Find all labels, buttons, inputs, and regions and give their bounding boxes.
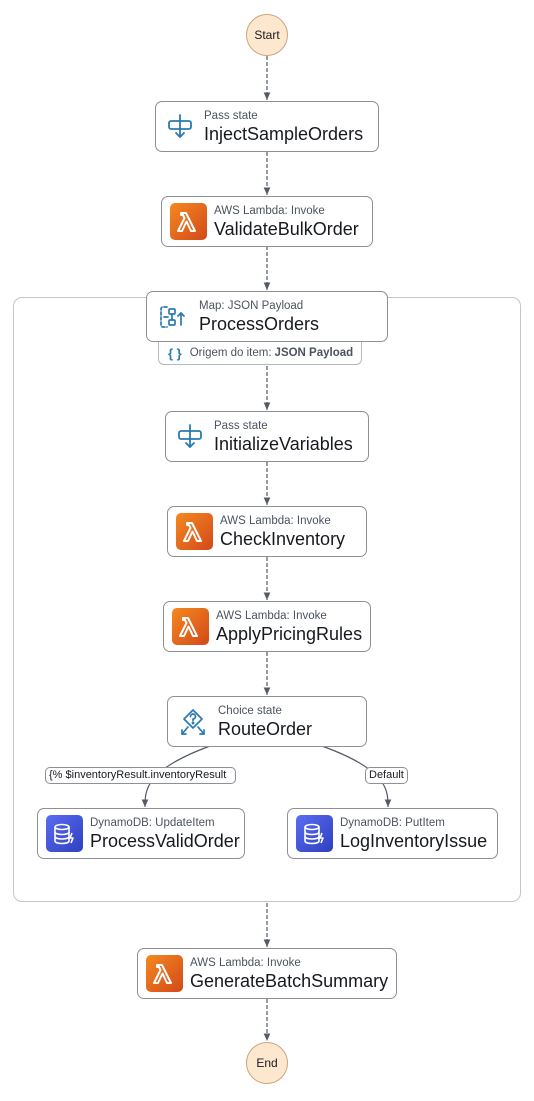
pass-state-icon	[166, 423, 214, 451]
state-log-inventory-issue[interactable]: DynamoDB: PutItem LogInventoryIssue	[287, 808, 498, 859]
state-type: DynamoDB: UpdateItem	[90, 816, 215, 829]
lambda-icon	[138, 955, 190, 992]
pass-state-icon	[156, 113, 204, 141]
state-apply-pricing-rules[interactable]: AWS Lambda: Invoke ApplyPricingRules	[163, 601, 371, 652]
end-node[interactable]: End	[246, 1042, 288, 1084]
state-type: DynamoDB: PutItem	[340, 816, 445, 829]
lambda-icon	[162, 203, 214, 240]
choice-state-icon	[168, 707, 218, 737]
state-name: InjectSampleOrders	[204, 123, 364, 144]
state-route-order[interactable]: Choice state RouteOrder	[167, 696, 367, 747]
state-type: AWS Lambda: Invoke	[216, 609, 327, 622]
state-type: AWS Lambda: Invoke	[220, 514, 331, 527]
state-check-inventory[interactable]: AWS Lambda: Invoke CheckInventory	[167, 506, 367, 557]
state-initialize-variables[interactable]: Pass state InitializeVariables	[165, 411, 369, 462]
choice-condition-label[interactable]: {% $inventoryResult.inventoryResult	[45, 767, 236, 784]
state-process-orders[interactable]: Map: JSON Payload ProcessOrders	[146, 291, 388, 342]
lambda-icon	[164, 608, 216, 645]
json-braces-icon: { }	[168, 345, 182, 361]
item-source-label: Origem do item:	[189, 347, 272, 359]
state-name: InitializeVariables	[214, 433, 353, 454]
lambda-icon	[168, 513, 220, 550]
state-type: Pass state	[204, 109, 258, 122]
item-source-value: JSON Payload	[274, 347, 354, 359]
dynamodb-icon	[38, 815, 90, 852]
state-type: AWS Lambda: Invoke	[214, 204, 325, 217]
state-type: Choice state	[218, 704, 282, 717]
end-label: End	[256, 1056, 278, 1070]
state-name: ProcessValidOrder	[90, 830, 240, 851]
dynamodb-icon	[288, 815, 340, 852]
choice-default-label[interactable]: Default	[365, 767, 408, 784]
state-name: RouteOrder	[218, 718, 313, 739]
state-name: CheckInventory	[220, 528, 346, 549]
state-type: Map: JSON Payload	[199, 299, 304, 312]
start-node[interactable]: Start	[246, 14, 288, 56]
map-state-icon	[147, 303, 199, 331]
state-type: Pass state	[214, 419, 268, 432]
item-source-tab: { } Origem do item: JSON Payload	[158, 342, 362, 365]
state-validate-bulk-order[interactable]: AWS Lambda: Invoke ValidateBulkOrder	[161, 196, 373, 247]
state-name: LogInventoryIssue	[340, 830, 488, 851]
state-generate-batch-summary[interactable]: AWS Lambda: Invoke GenerateBatchSummary	[137, 948, 397, 999]
state-inject-sample-orders[interactable]: Pass state InjectSampleOrders	[155, 101, 379, 152]
state-process-valid-order[interactable]: DynamoDB: UpdateItem ProcessValidOrder	[37, 808, 245, 859]
state-name: ApplyPricingRules	[216, 623, 363, 644]
state-type: AWS Lambda: Invoke	[190, 956, 301, 969]
state-name: GenerateBatchSummary	[190, 970, 389, 991]
state-name: ProcessOrders	[199, 313, 320, 334]
start-label: Start	[254, 28, 280, 42]
state-name: ValidateBulkOrder	[214, 218, 359, 239]
